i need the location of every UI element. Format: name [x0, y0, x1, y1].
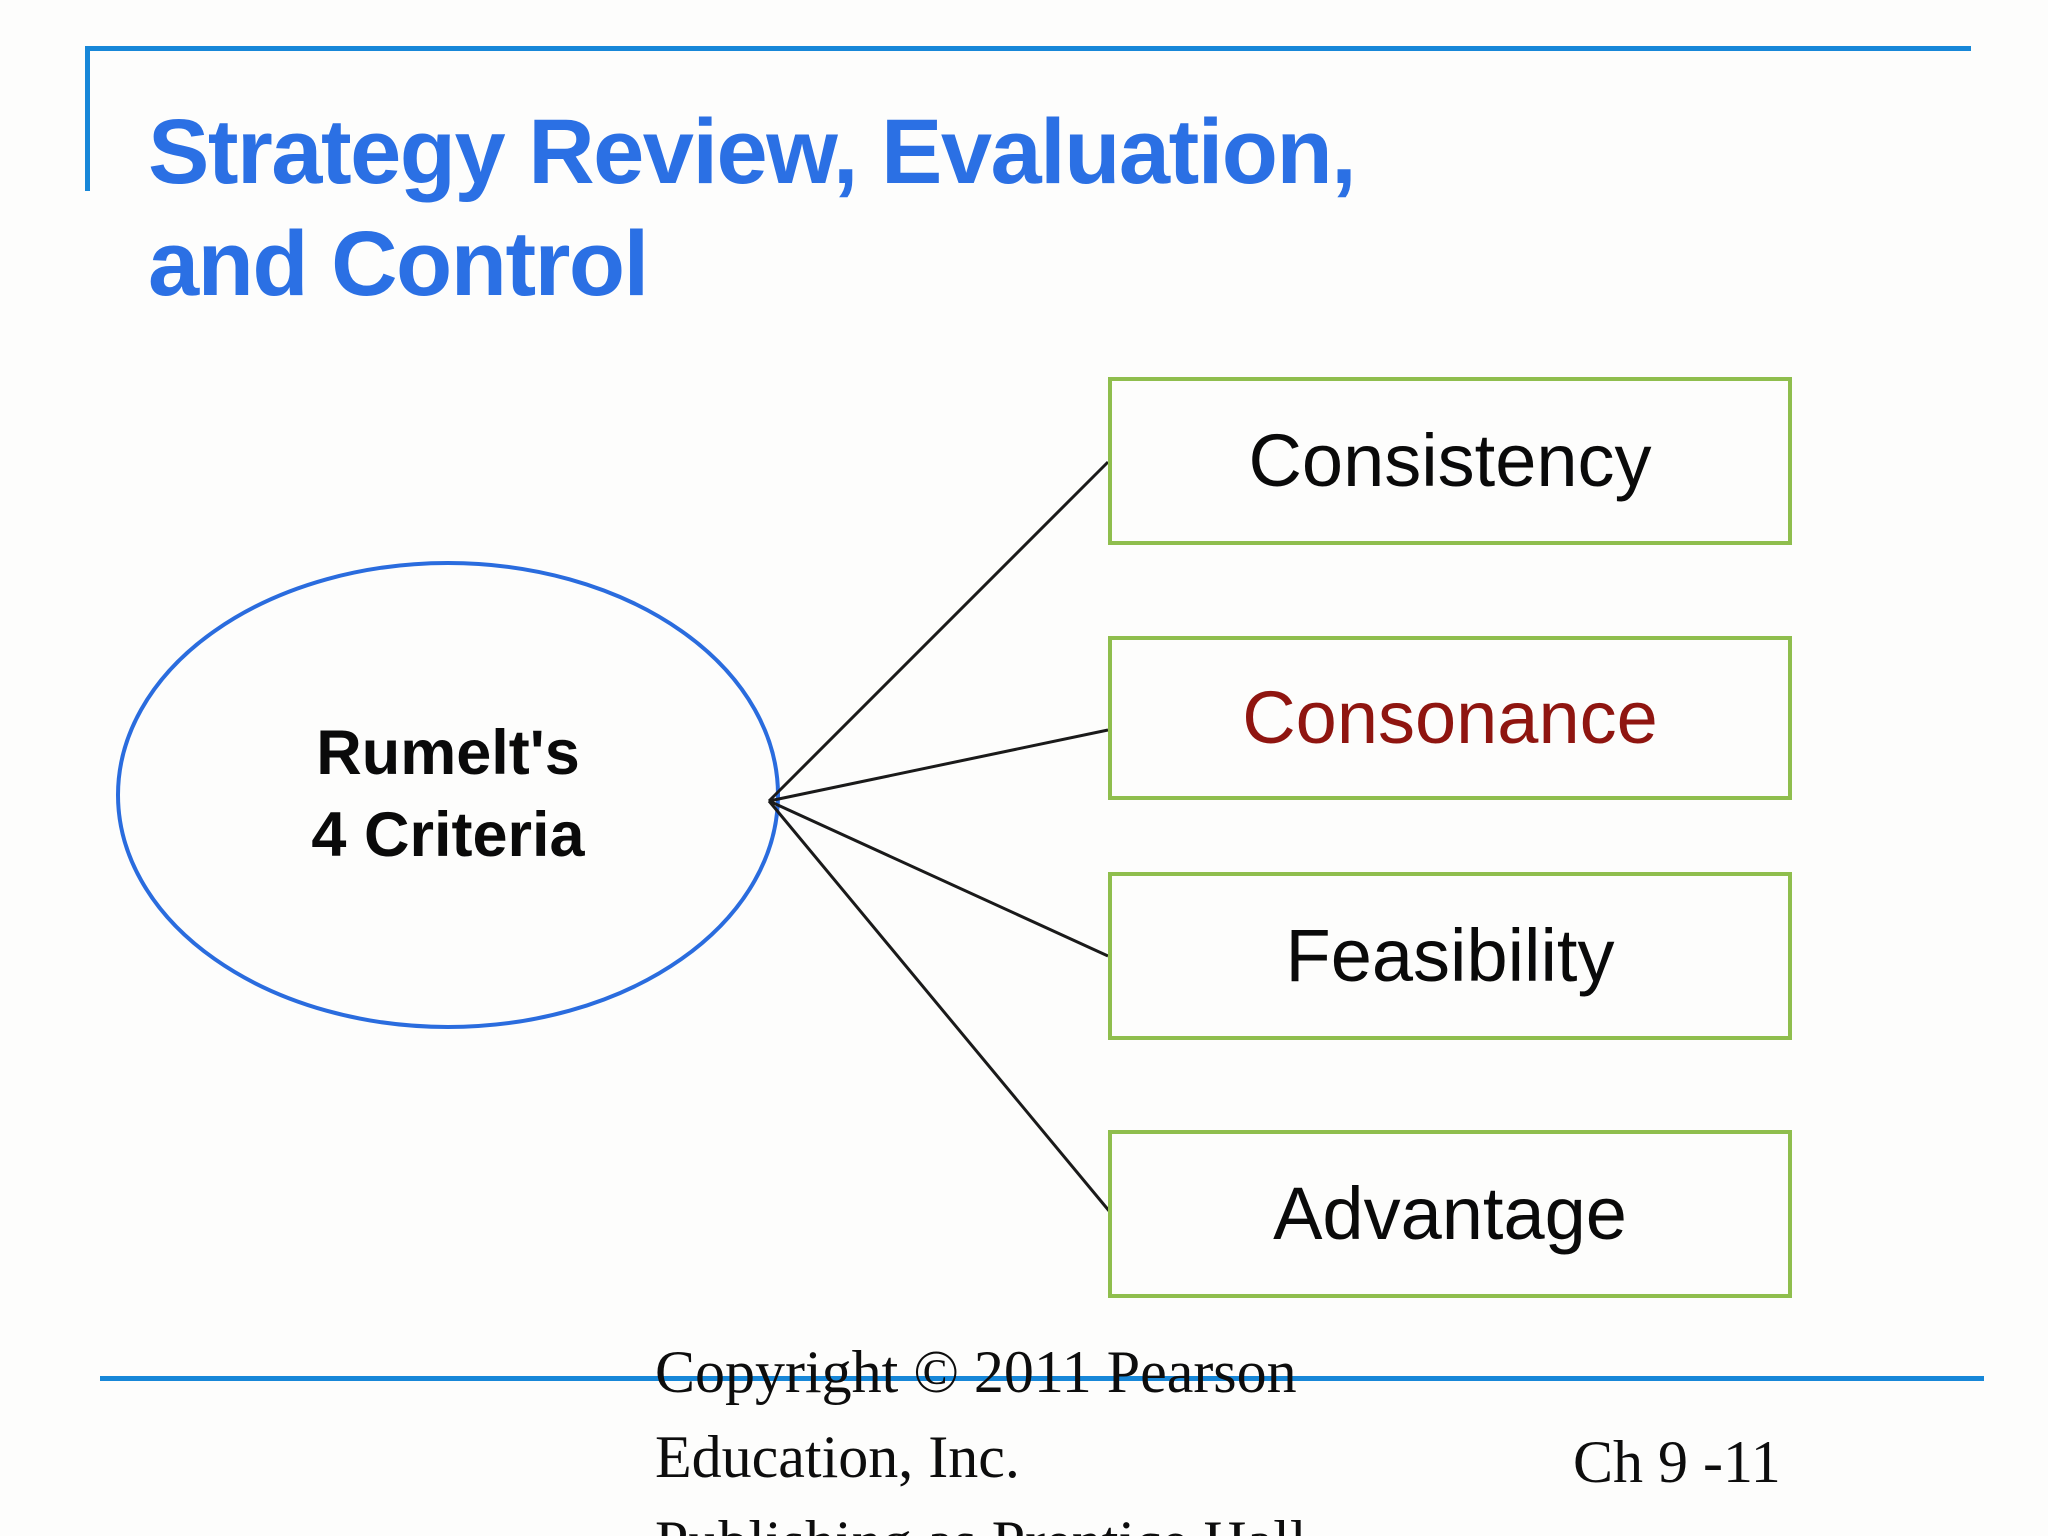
slide-title: Strategy Review, Evaluation, and Control: [148, 96, 1357, 320]
ellipse-label: Rumelt's 4 Criteria: [118, 712, 778, 876]
slide-title-line1: Strategy Review, Evaluation,: [148, 101, 1357, 203]
criteria-box-advantage: Advantage: [1108, 1130, 1792, 1298]
connector-line-feasibility: [768, 799, 1109, 958]
top-rule: [85, 46, 1971, 51]
copyright-line1: Copyright © 2011 Pearson: [655, 1339, 1297, 1405]
chapter-page-number: Ch 9 -11: [1573, 1429, 1781, 1495]
criteria-box-feasibility: Feasibility: [1108, 872, 1792, 1040]
footer-rule: [100, 1376, 1984, 1381]
connector-line-consonance: [768, 728, 1109, 803]
criteria-label-feasibility: Feasibility: [1285, 914, 1615, 997]
criteria-label-advantage: Advantage: [1273, 1172, 1627, 1255]
slide-title-line2: and Control: [148, 213, 649, 315]
criteria-label-consonance: Consonance: [1242, 676, 1658, 759]
criteria-label-consistency: Consistency: [1248, 419, 1652, 502]
copyright-line2: Education, Inc.: [655, 1424, 1020, 1490]
ellipse-label-line2: 4 Criteria: [311, 800, 585, 870]
copyright-line3: Publishing as Prentice Hall: [655, 1500, 1307, 1536]
connector-line-consistency: [767, 460, 1110, 803]
criteria-box-consonance: Consonance: [1108, 636, 1792, 800]
criteria-box-consistency: Consistency: [1108, 377, 1792, 545]
connector-line-advantage: [767, 800, 1112, 1213]
ellipse-outline: [116, 561, 780, 1029]
corner-left-rule: [85, 46, 90, 191]
ellipse-label-line1: Rumelt's: [316, 718, 580, 788]
copyright-notice: Copyright © 2011 Pearson Education, Inc.…: [655, 1330, 1307, 1536]
